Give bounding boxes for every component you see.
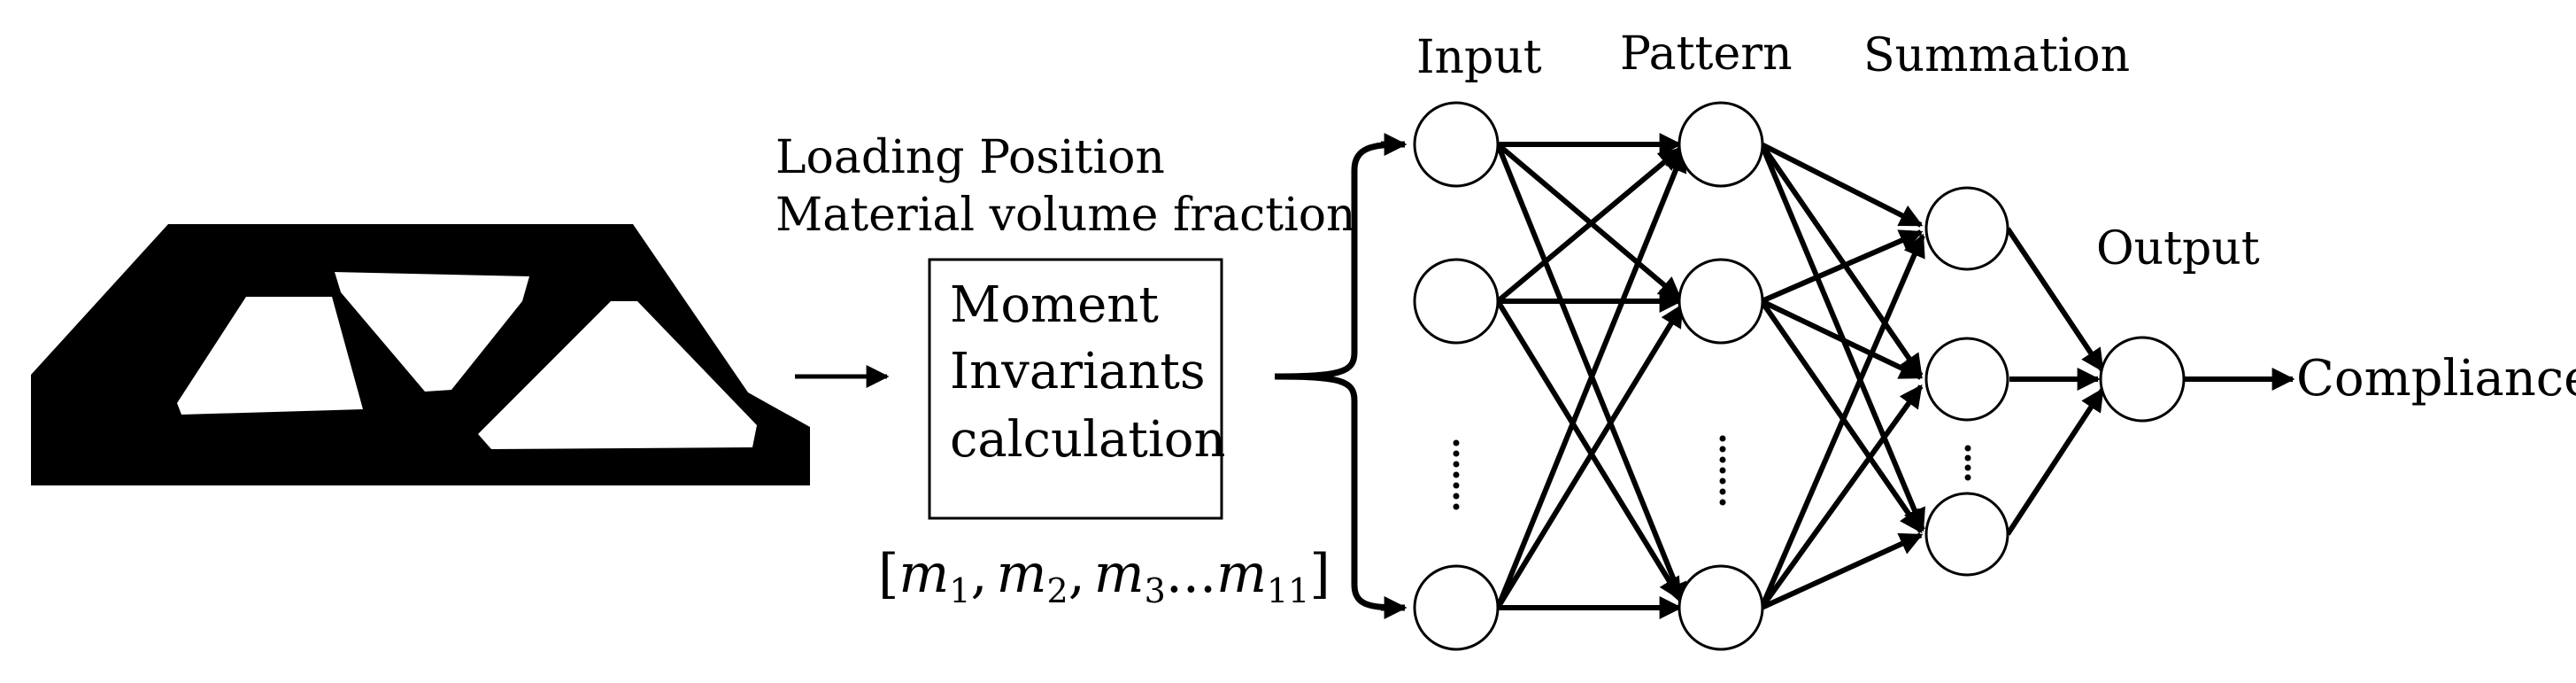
moment-invariants-box: Moment Invariants calculation	[928, 258, 1226, 520]
summation-node-n	[1924, 492, 2009, 577]
input-node-1	[1413, 101, 1500, 188]
layer-title-input: Input	[1416, 31, 1542, 84]
pattern-node-1	[1677, 101, 1764, 188]
compliance-label: Compliance	[2296, 350, 2576, 407]
volume-fraction-label: Material volume fraction	[775, 189, 1356, 242]
moment-vector: [m1,m2,m3...m11]	[878, 543, 1330, 610]
connections-input-pattern	[1495, 133, 1687, 619]
output-node	[2099, 336, 2186, 423]
box-line-invariants: Invariants	[950, 343, 1206, 400]
pattern-ellipsis	[1719, 435, 1726, 506]
layer-title-pattern: Pattern	[1620, 27, 1793, 81]
pattern-node-2	[1677, 258, 1764, 345]
summation-node-1	[1924, 186, 2009, 271]
box-line-calculation: calculation	[950, 411, 1226, 469]
input-ellipsis	[1453, 439, 1460, 510]
loading-position-label: Loading Position	[775, 131, 1165, 184]
summation-ellipsis	[1964, 445, 1971, 481]
pattern-layer	[1677, 101, 1764, 651]
brace-to-inputs	[1274, 133, 1408, 619]
connections-summation-output	[2005, 227, 2105, 536]
input-layer	[1413, 101, 1500, 651]
topology-structure-image	[31, 224, 810, 485]
layer-title-summation: Summation	[1863, 29, 2130, 82]
box-line-moment: Moment	[950, 276, 1159, 334]
summation-layer	[1924, 186, 2009, 577]
summation-node-2	[1924, 337, 2009, 422]
pattern-node-n	[1677, 564, 1764, 651]
input-node-2	[1413, 258, 1500, 345]
layer-title-output: Output	[2096, 222, 2260, 276]
input-node-n	[1413, 564, 1500, 651]
connections-pattern-summation	[1759, 142, 1925, 610]
